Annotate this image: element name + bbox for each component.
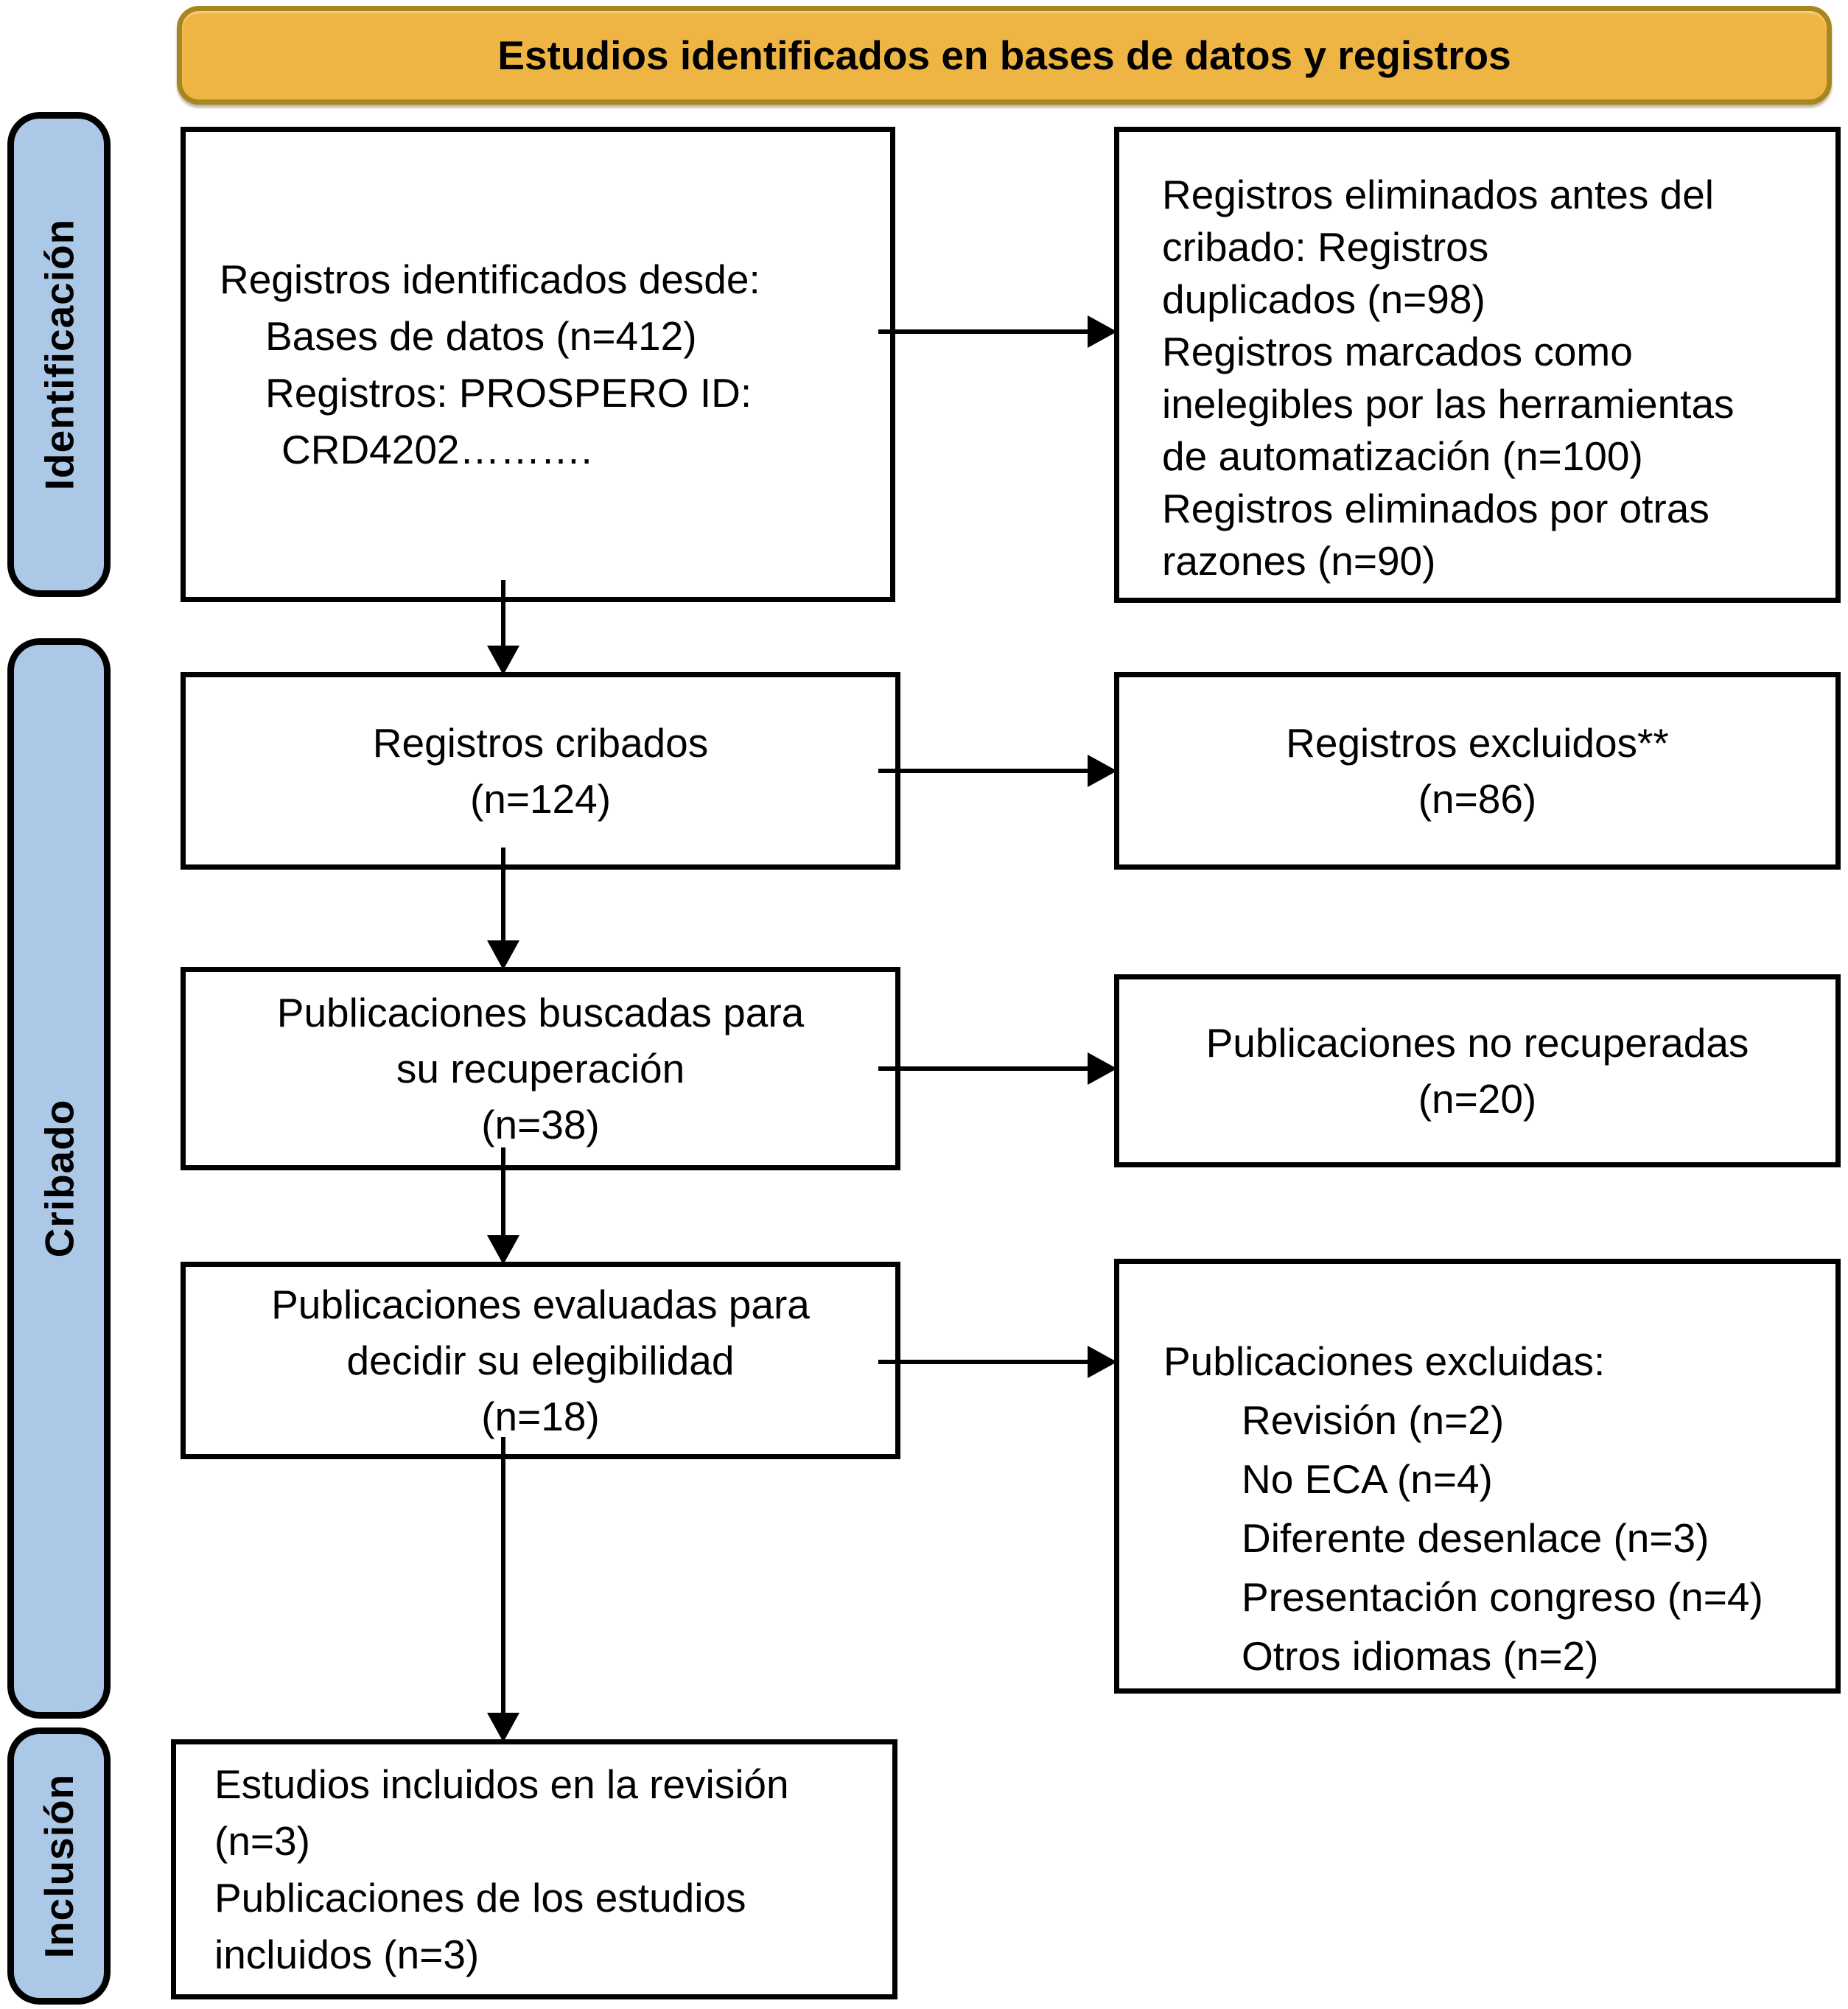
text-line: Registros excluidos** (1286, 720, 1669, 766)
arrow-identified-to-removed (878, 315, 1117, 348)
stage-label-inclusion-text: Inclusión (36, 1773, 82, 1959)
text-line: Registros identificados desde: (220, 256, 760, 302)
text-line: cribado: Registros (1162, 224, 1489, 270)
box-records-excluded: Registros excluidos** (n=86) (1114, 672, 1841, 870)
text-line: Presentación congreso (n=4) (1242, 1574, 1763, 1620)
stage-label-screening-text: Cribado (36, 1099, 82, 1258)
box-studies-included: Estudios incluidos en la revisión (n=3) Pu… (171, 1739, 897, 1999)
box-reports-sought: Publicaciones buscadas para su recuperaci… (181, 967, 900, 1170)
text-line: Estudios incluidos en la revisión (214, 1761, 789, 1807)
text-line: (n=86) (1418, 776, 1537, 822)
text-line: duplicados (n=98) (1162, 276, 1485, 322)
stage-label-identification-text: Identificación (36, 218, 82, 491)
text-line: Registros eliminados por otras (1162, 486, 1709, 531)
text-line: (n=20) (1418, 1076, 1537, 1122)
text-line: Registros: PROSPERO ID: (265, 369, 752, 416)
arrow-assessed-to-pexcluded (878, 1346, 1117, 1378)
text-line: (n=3) (214, 1817, 310, 1864)
text-line: (n=18) (481, 1394, 600, 1439)
text-line: Publicaciones de los estudios (214, 1874, 746, 1921)
text-line: Registros marcados como (1162, 329, 1633, 374)
text-line: inelegibles por las herramientas (1162, 381, 1735, 427)
text-line: de automatización (n=100) (1162, 433, 1643, 479)
stage-label-inclusion: Inclusión (7, 1727, 111, 2005)
stage-label-screening: Cribado (7, 638, 111, 1719)
box-reports-excluded: Publicaciones excluidas: Revisión (n=2) No… (1114, 1259, 1841, 1694)
text-line: CRD4202………. (281, 426, 592, 472)
text-line: No ECA (n=4) (1242, 1456, 1493, 1502)
text-line: Publicaciones excluidas: (1163, 1338, 1606, 1384)
text-line: Publicaciones buscadas para (276, 990, 805, 1035)
banner-title: Estudios identificados en bases de datos… (177, 6, 1832, 105)
text-line: Registros cribados (372, 720, 709, 766)
arrow-assessed-to-included (487, 1437, 519, 1742)
text-line: Bases de datos (n=412) (265, 312, 697, 359)
text-line: Diferente desenlace (n=3) (1242, 1515, 1709, 1561)
text-line: Registros eliminados antes del (1162, 172, 1714, 217)
text-line: incluidos (n=3) (214, 1931, 480, 1977)
text-line: Publicaciones no recuperadas (1205, 1020, 1749, 1066)
box-records-screened: Registros cribados (n=124) (181, 672, 900, 870)
box-reports-not-retrieved: Publicaciones no recuperadas (n=20) (1114, 974, 1841, 1167)
text-line: Publicaciones evaluadas para (271, 1282, 810, 1327)
text-line: (n=38) (481, 1102, 600, 1147)
box-records-identified: Registros identificados desde: Bases de d… (181, 127, 895, 602)
arrow-screened-to-excluded (878, 755, 1117, 787)
text-line: Otros idiomas (n=2) (1242, 1633, 1599, 1679)
text-line: (n=124) (469, 776, 612, 822)
text-line: decidir su elegibilidad (346, 1338, 735, 1383)
text-line: Revisión (n=2) (1242, 1397, 1505, 1443)
box-records-removed-before-screening: Registros eliminados antes del cribado: R… (1114, 127, 1841, 603)
text-line: razones (n=90) (1162, 538, 1436, 584)
arrow-sought-to-notretrieved (878, 1052, 1117, 1085)
stage-label-identification: Identificación (7, 112, 111, 597)
box-reports-assessed: Publicaciones evaluadas para decidir su e… (181, 1262, 900, 1459)
text-line: su recuperación (396, 1046, 685, 1091)
